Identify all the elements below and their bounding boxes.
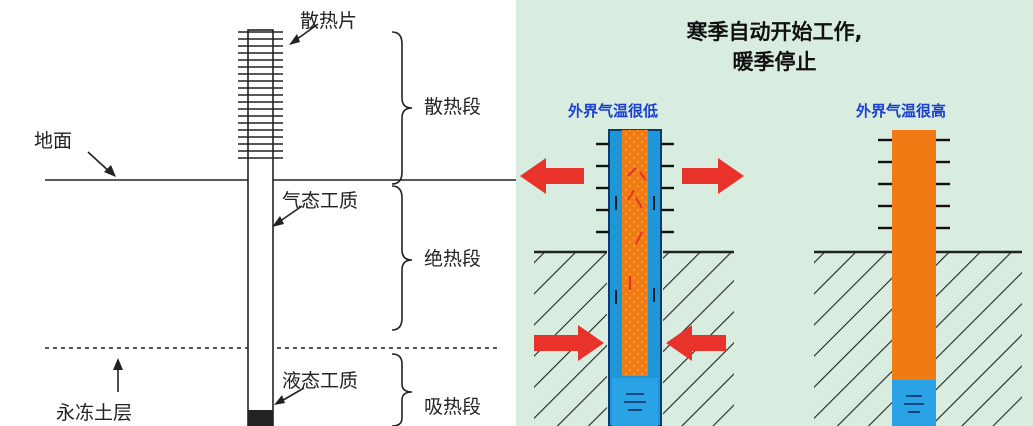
- brace-dissipation: [391, 31, 413, 185]
- heat-release-arrow-left: [520, 158, 584, 194]
- section-insulation-label: 绝热段: [424, 248, 482, 270]
- fins-label: 散热片: [300, 10, 358, 32]
- heat-absorb-arrow-right: [666, 325, 726, 361]
- ground-label: 地面: [34, 130, 73, 152]
- permafrost-label: 永冻土层: [56, 402, 133, 424]
- heat-absorb-arrow-left: [534, 325, 604, 361]
- title-line-2: 暖季停止: [732, 50, 817, 74]
- schematic-drawing: [45, 23, 516, 426]
- working-principle-panel: 寒季自动开始工作, 暖季停止 外界气温很低 外界气温很高: [516, 0, 1033, 426]
- brace-absorption: [391, 353, 413, 426]
- gas-medium-label: 气态工质: [282, 190, 359, 212]
- section-absorption-label: 吸热段: [424, 396, 482, 418]
- liquid-medium-label: 液态工质: [282, 370, 359, 392]
- principle-drawing: [520, 129, 1022, 426]
- title-line-1: 寒季自动开始工作,: [686, 20, 863, 44]
- pipe-body: [247, 29, 274, 426]
- liquid-pool: [248, 410, 273, 426]
- brace-insulation: [391, 185, 413, 331]
- fins: [238, 31, 283, 159]
- heat-pipe-schematic: 散热片 地面 气态工质 液态工质 永冻土层 散热段 绝热段 吸热段: [0, 0, 516, 426]
- cold-weather-label: 外界气温很低: [568, 102, 659, 120]
- heat-release-arrow-right: [682, 158, 744, 194]
- warm-pipe: [878, 130, 950, 426]
- warm-weather-label: 外界气温很高: [856, 102, 947, 120]
- cold-pipe: [596, 129, 674, 426]
- section-dissipation-label: 散热段: [424, 96, 482, 118]
